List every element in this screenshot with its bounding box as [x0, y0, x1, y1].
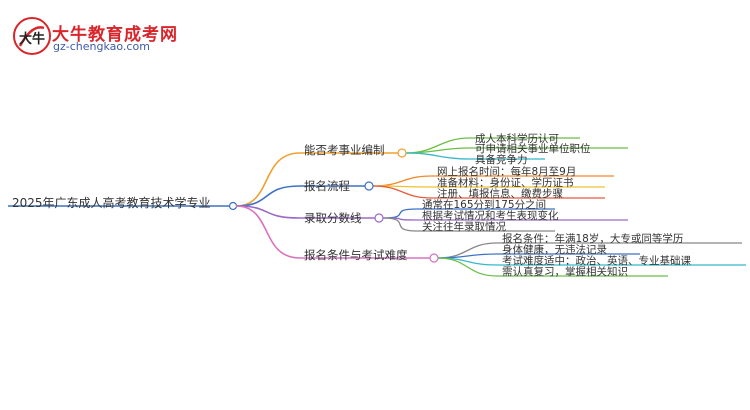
logo-title: 大牛教育成考网	[52, 25, 178, 45]
leaf-0-0: 成人本科学历认可	[475, 133, 559, 145]
leaf-3-3: 需认真复习，掌握相关知识	[502, 266, 628, 278]
branch-label-registration: 报名流程	[304, 179, 350, 193]
branch-label-civil-service: 能否考事业编制	[304, 143, 385, 157]
leaf-connector-1-0	[372, 175, 433, 187]
leaf-connector-0-1	[405, 147, 471, 154]
mindmap-nodes	[364, 148, 439, 263]
leaf-1-2: 注册、填报信息、缴费步骤	[437, 188, 563, 200]
leaf-connector-0-2	[405, 152, 471, 160]
mindmap-links	[8, 137, 746, 277]
leaf-0-1: 可申请相关事业单位职位	[475, 143, 591, 155]
leaf-3-2: 考试难度适中：政治、英语、专业基础课	[502, 255, 691, 267]
mindmap-root: 2025年广东成人高考教育技术学专业	[12, 196, 211, 210]
leaf-3-1: 身体健康，无违法记录	[502, 244, 607, 256]
leaf-connector-2-2	[382, 217, 418, 232]
branch-connector-2	[235, 205, 301, 219]
logo-mark: 大牛	[13, 17, 51, 55]
branch-node-dot-2	[374, 213, 384, 223]
branch-label-admission-score: 录取分数线	[304, 211, 362, 225]
leaf-1-1: 准备材料：身份证、学历证书	[437, 177, 574, 189]
leaf-connector-2-0	[382, 208, 418, 219]
leaf-connector-3-1	[437, 253, 498, 259]
branch-node-dot-1	[364, 181, 374, 191]
root-node-dot	[228, 201, 238, 211]
branch-node-dot-3	[429, 253, 439, 263]
leaf-connector-1-2	[372, 185, 433, 199]
leaf-connector-3-3	[437, 257, 498, 277]
logo-mark-text: 大牛	[19, 31, 45, 47]
leaf-2-2: 关注往年录取情况	[422, 221, 506, 233]
branch-connector-1	[235, 185, 301, 207]
branch-label-conditions: 报名条件与考试难度	[304, 248, 408, 262]
branch-connector-3	[235, 205, 301, 259]
leaf-3-0: 报名条件：年满18岁，大专或同等学历	[502, 233, 684, 245]
logo-url: gz-chengkao.com	[53, 40, 150, 53]
leaf-2-1: 根据考试情况和考生表现变化	[422, 210, 559, 222]
branch-node-dot-0	[397, 148, 407, 158]
branch-connector-0	[235, 152, 301, 207]
leaf-0-2: 具备竞争力	[475, 154, 528, 166]
leaf-2-0: 通常在165分到175分之间	[422, 199, 547, 211]
leaf-1-0: 网上报名时间：每年8月至9月	[437, 166, 577, 178]
